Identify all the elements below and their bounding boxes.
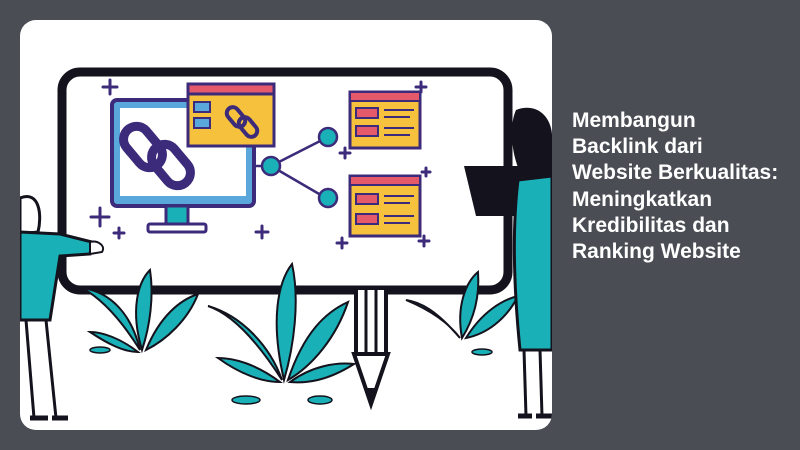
browser-window-icon <box>348 174 422 238</box>
pencil-icon <box>351 286 391 411</box>
chain-link-small-icon <box>224 105 260 139</box>
article-headline: Membangun Backlink dari Website Berkuali… <box>572 109 779 264</box>
plant-center <box>207 261 357 384</box>
ground-pebbles <box>89 346 493 405</box>
network-node-icon <box>252 126 339 209</box>
person-left <box>20 195 104 421</box>
plus-sparkle-icon <box>89 78 432 250</box>
plant-left <box>81 267 200 354</box>
browser-window-icon <box>186 82 276 148</box>
illustration-card <box>20 20 552 430</box>
plant-right <box>405 269 520 341</box>
browser-window-icon <box>348 90 422 150</box>
seo-backlink-illustration <box>20 67 552 421</box>
person-right <box>464 107 552 419</box>
chain-link-icon <box>119 121 195 191</box>
